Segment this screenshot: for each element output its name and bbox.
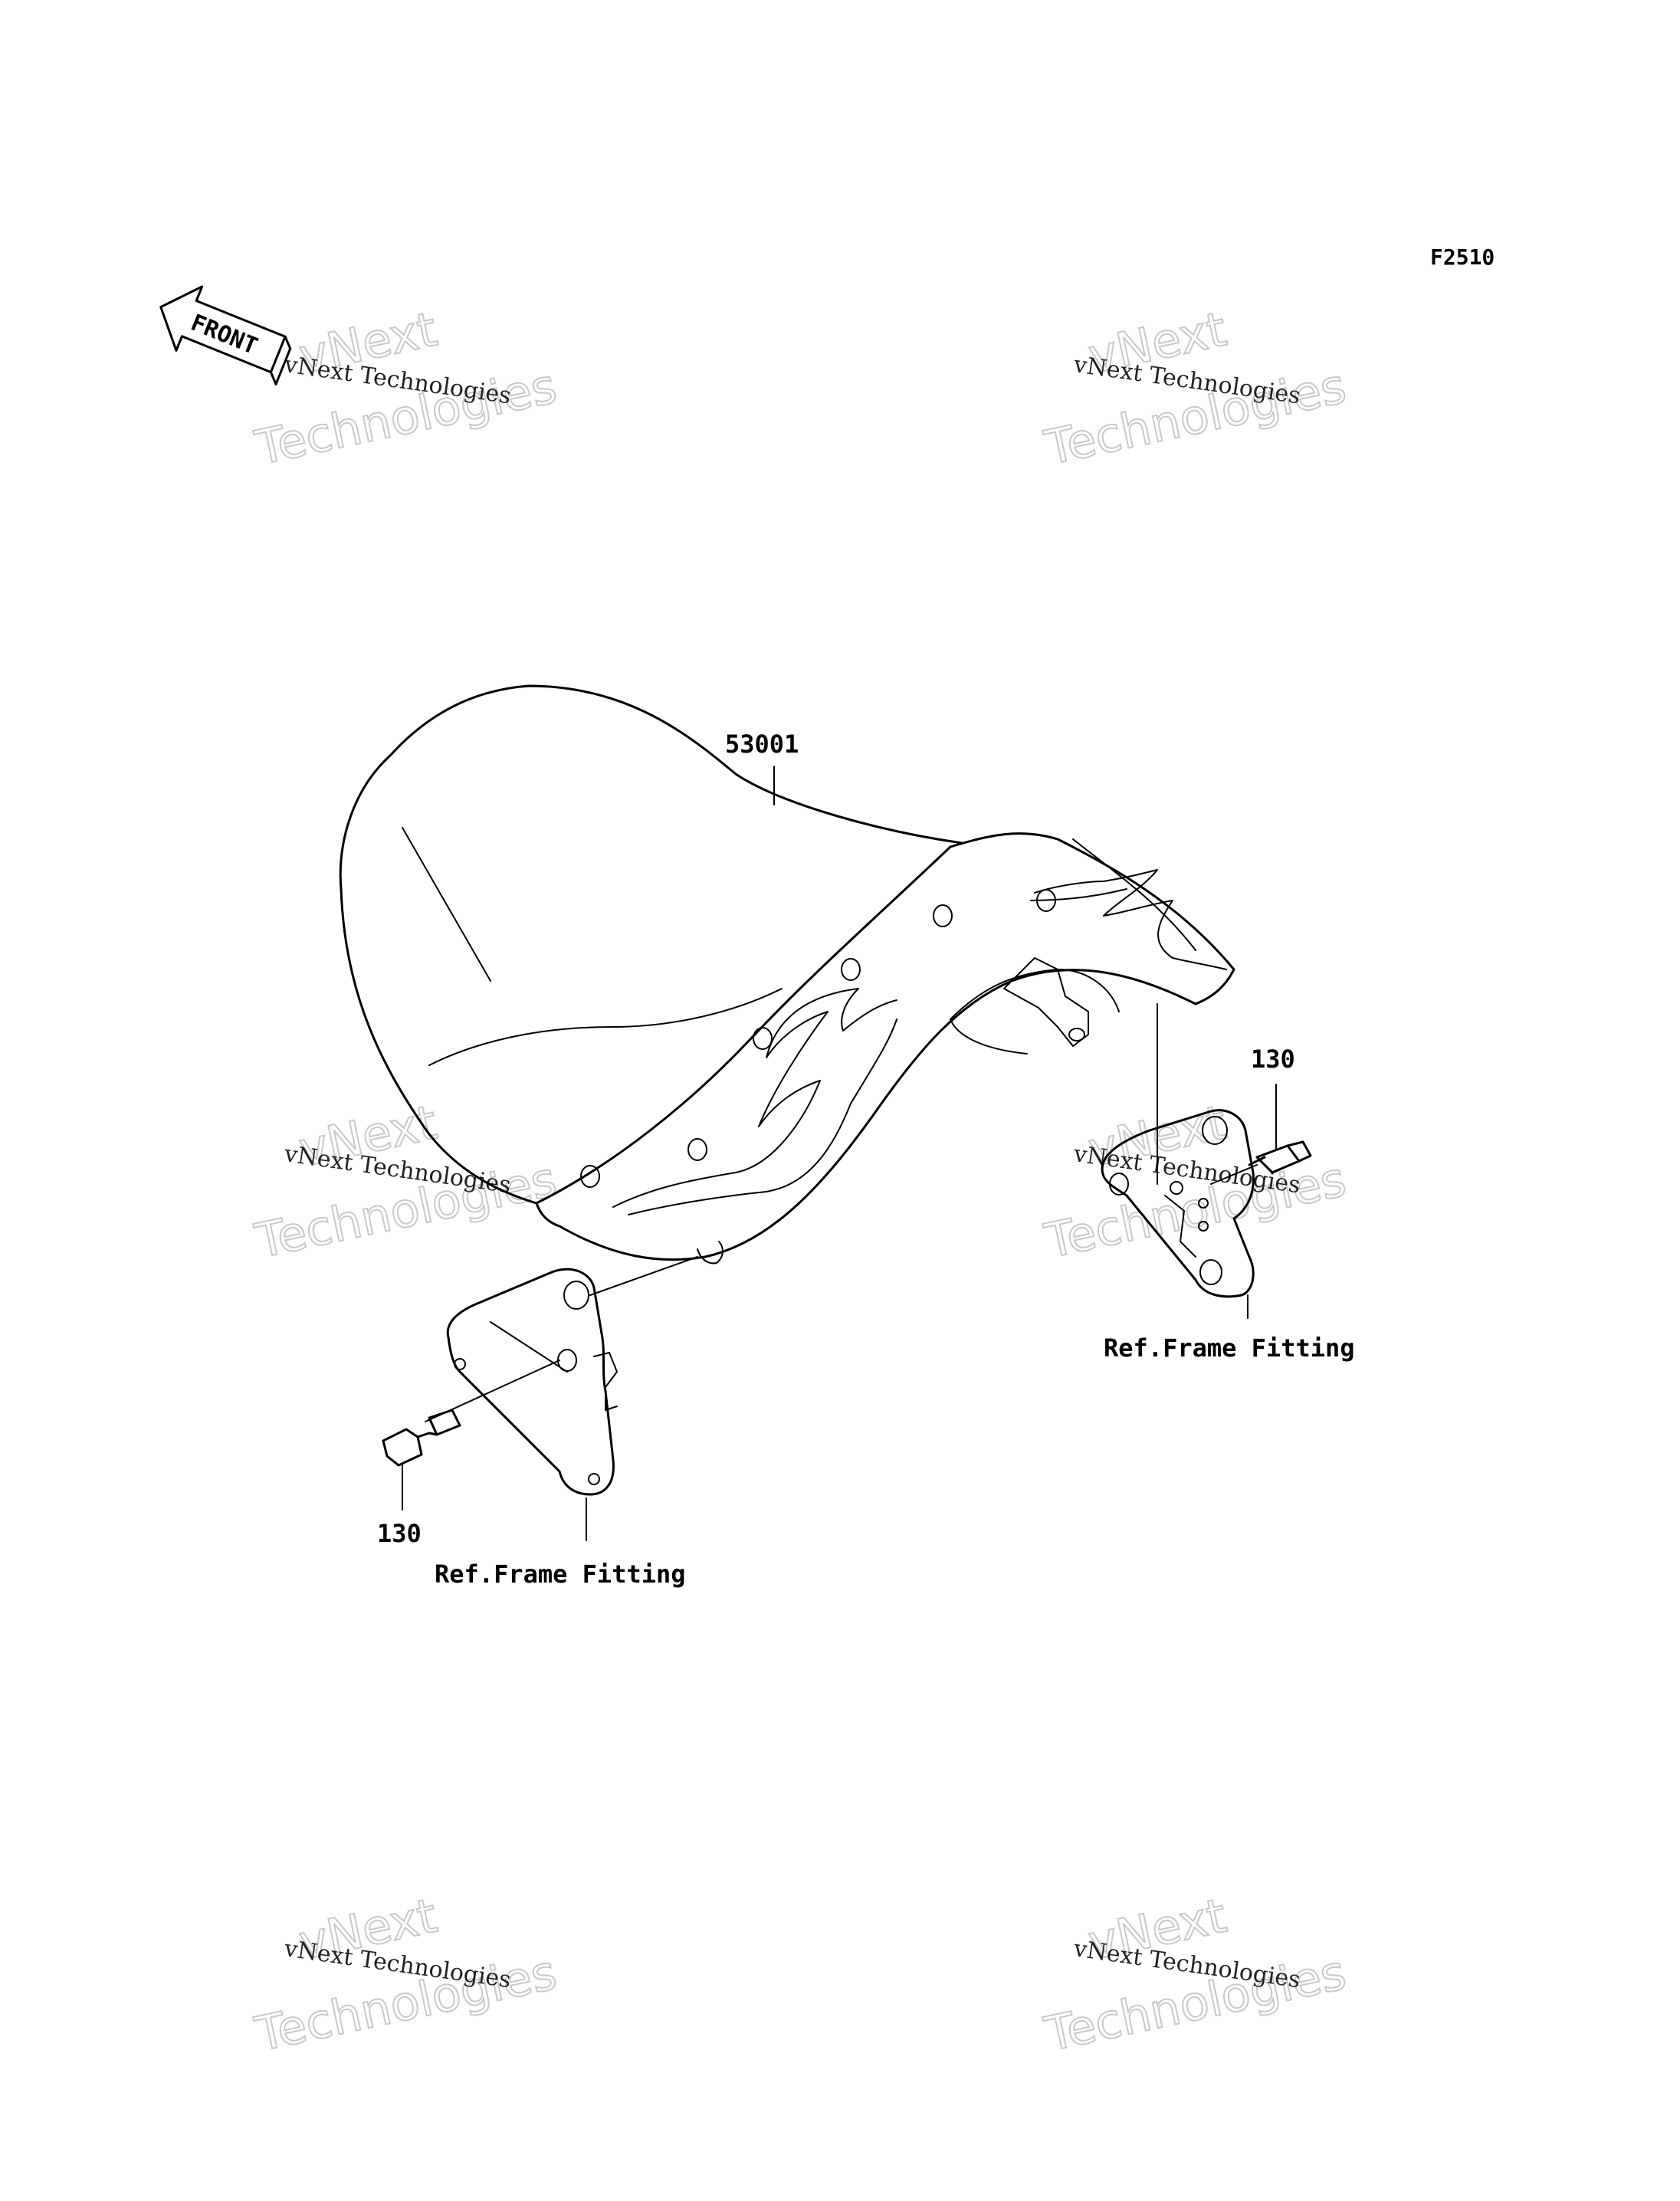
callout-130-left: 130: [377, 1519, 422, 1548]
bolt-130-left: 130: [377, 1360, 560, 1548]
callout-ref-frame-fitting-right: Ref.Frame Fitting: [1104, 1333, 1355, 1363]
callout-130-right: 130: [1251, 1045, 1295, 1074]
front-arrow-icon: FRONT: [159, 285, 292, 385]
right-frame-fitting: Ref.Frame Fitting: [1101, 1003, 1355, 1363]
callout-ref-frame-fitting-left: Ref.Frame Fitting: [435, 1560, 686, 1589]
callout-53001: 53001: [725, 730, 799, 759]
bolt-130-right: 130: [1210, 1045, 1312, 1185]
left-frame-fitting: Ref.Frame Fitting: [435, 1256, 698, 1589]
figure-code: F2510: [1430, 244, 1495, 270]
seat-53001: 53001: [339, 684, 1235, 1265]
